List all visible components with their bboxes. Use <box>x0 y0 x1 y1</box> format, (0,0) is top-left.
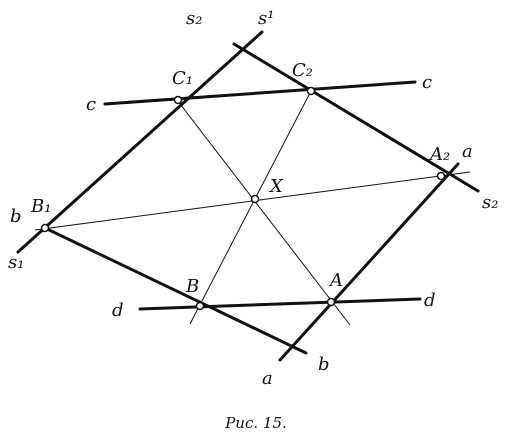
label-b-left: b <box>10 206 22 227</box>
label-s2-top: s₂ <box>186 8 202 29</box>
line-c2-b-thin <box>189 90 312 325</box>
label-A2: A₂ <box>428 144 450 165</box>
line-a <box>278 162 460 362</box>
point-C1 <box>173 95 183 105</box>
label-b-bottom: b <box>318 354 330 375</box>
label-A: A <box>328 270 343 291</box>
label-d-right: d <box>424 290 436 311</box>
line-c <box>103 80 417 106</box>
point-C2 <box>306 86 316 96</box>
label-a-top: a <box>462 141 473 162</box>
label-B1: B₁ <box>30 196 51 217</box>
label-C2: C₂ <box>292 60 313 81</box>
point-B <box>195 301 205 311</box>
label-s2-right: s₂ <box>482 192 498 213</box>
line-d <box>138 297 422 311</box>
point-A2 <box>436 171 446 181</box>
label-C1: C₁ <box>172 68 193 89</box>
line-b-lower <box>43 226 308 355</box>
point-X <box>250 194 260 204</box>
line-s1 <box>16 30 264 254</box>
label-a-bottom: a <box>262 368 273 389</box>
label-X: X <box>268 176 284 197</box>
label-c-right: c <box>422 72 432 93</box>
label-d-left: d <box>112 300 124 321</box>
label-c-left: c <box>86 94 96 115</box>
line-s2 <box>232 42 480 193</box>
label-s1-bottom: s₁ <box>8 252 24 273</box>
label-B: B <box>185 276 199 297</box>
figure-caption: Рис. 15. <box>224 414 287 432</box>
point-A <box>326 297 336 307</box>
line-c1-a-thin <box>176 99 351 326</box>
point-B1 <box>40 223 50 233</box>
label-s1-top: s¹ <box>258 8 274 29</box>
